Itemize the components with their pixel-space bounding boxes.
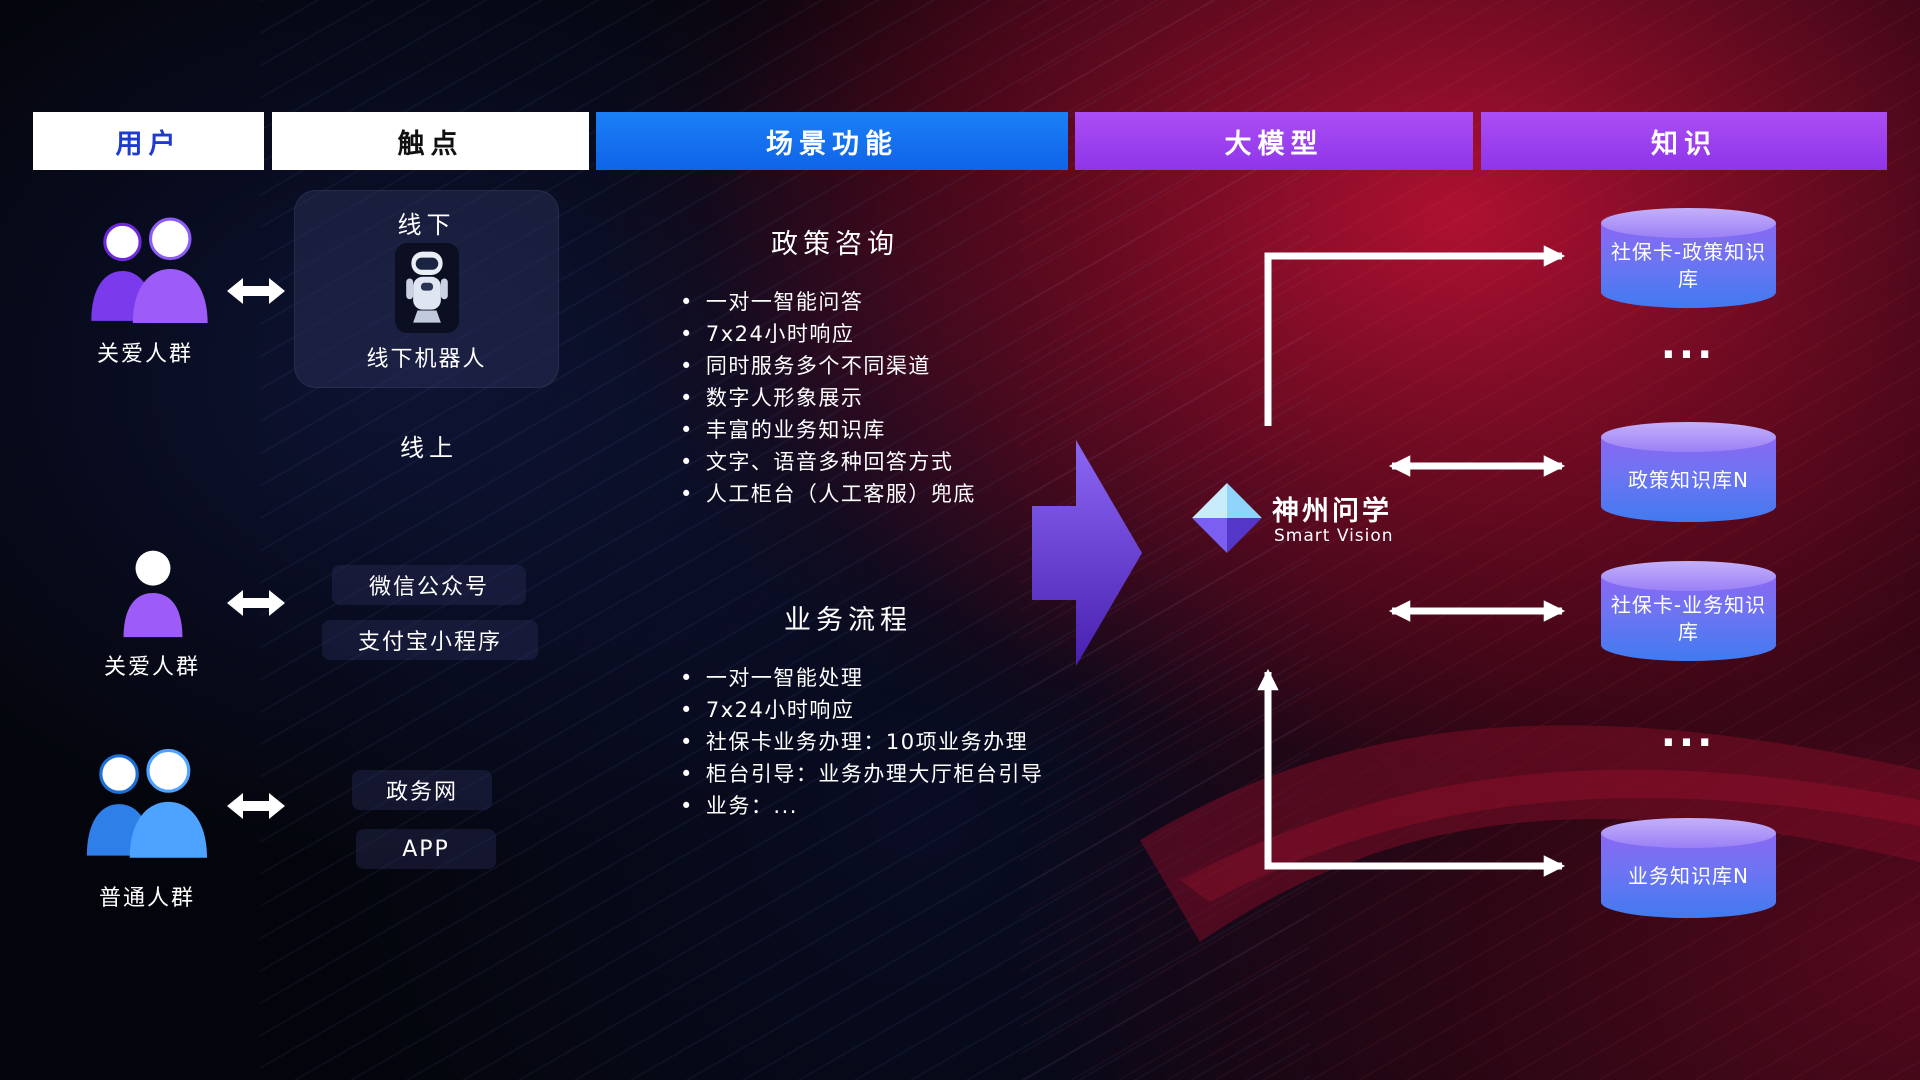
database-business-n: 业务知识库N	[1601, 818, 1776, 918]
model-name: 神州问学	[1272, 496, 1392, 527]
database-label: 政策知识库N	[1628, 467, 1749, 492]
bullet-item: • 丰富的业务知识库	[680, 419, 976, 441]
bullet-dot: •	[680, 418, 694, 442]
bullet-text: 一对一智能处理	[705, 666, 864, 690]
general-group-icon	[78, 744, 218, 866]
care-group-label: 关爱人群	[96, 342, 193, 367]
bullet-item: • 数字人形象展示	[680, 387, 976, 409]
bullet-item: • 一对一智能处理	[680, 667, 1043, 689]
general-group-label: 普通人群	[98, 886, 195, 911]
bullet-item: • 社保卡业务办理：10项业务办理	[680, 731, 1043, 753]
bullet-item: • 7x24小时响应	[680, 323, 976, 345]
bullet-dot: •	[680, 794, 694, 818]
database-business-ssc: 社保卡-业务知识库	[1601, 561, 1776, 661]
policy-section-title: 政策咨询	[771, 229, 899, 260]
bullet-dot: •	[680, 386, 694, 410]
bullet-dot: •	[680, 450, 694, 474]
model-subtitle: Smart Vision	[1274, 526, 1394, 546]
database-policy-ssc: 社保卡-政策知识库	[1601, 208, 1776, 308]
channel-alipay-miniapp: 支付宝小程序	[322, 620, 538, 660]
bullet-text: 柜台引导：业务办理大厅柜台引导	[705, 762, 1044, 786]
bullet-dot: •	[680, 730, 694, 754]
bullet-text: 人工柜台（人工客服）兜底	[705, 482, 976, 506]
database-label: 社保卡-业务知识库	[1610, 593, 1767, 644]
database-label: 业务知识库N	[1628, 863, 1749, 888]
bullet-dot: •	[680, 290, 694, 314]
online-title: 线上	[400, 434, 458, 462]
column-header-knowledge: 知识	[1481, 112, 1887, 170]
offline-title: 线下	[397, 211, 456, 239]
bullet-text: 同时服务多个不同渠道	[705, 354, 931, 378]
bullet-text: 文字、语音多种回答方式	[705, 450, 954, 474]
bullet-item: • 同时服务多个不同渠道	[680, 355, 976, 377]
database-cylinder-top	[1601, 208, 1776, 238]
background-red-swoosh	[1140, 725, 1920, 942]
care-group-icon	[83, 211, 218, 333]
robot-icon	[395, 243, 459, 333]
bullet-text: 7x24小时响应	[705, 322, 855, 346]
column-header-touchpoints: 触点	[272, 112, 589, 170]
bullet-item: • 人工柜台（人工客服）兜底	[680, 483, 976, 505]
channel-wechat: 微信公众号	[332, 565, 526, 605]
bullet-dot: •	[680, 762, 694, 786]
bullet-text: 一对一智能问答	[705, 290, 864, 314]
process-bullet-list: • 一对一智能处理 • 7x24小时响应 • 社保卡业务办理：10项业务办理 •…	[680, 667, 1043, 827]
column-header-model: 大模型	[1075, 112, 1473, 170]
process-section-title: 业务流程	[784, 605, 912, 636]
bullet-item: • 柜台引导：业务办理大厅柜台引导	[680, 763, 1043, 785]
bullet-text: 丰富的业务知识库	[705, 418, 886, 442]
bullet-item: • 7x24小时响应	[680, 699, 1043, 721]
column-header-users: 用户	[33, 112, 264, 170]
channel-gov-web: 政务网	[352, 770, 492, 810]
database-policy-n: 政策知识库N	[1601, 422, 1776, 522]
double-arrow-icon	[227, 793, 285, 819]
offline-touchpoint-card: 线下 线下机器人	[294, 190, 559, 388]
bullet-text: 社保卡业务办理：10项业务办理	[705, 730, 1029, 754]
bullet-dot: •	[680, 354, 694, 378]
double-arrow-icon	[227, 590, 285, 616]
database-cylinder-top	[1601, 818, 1776, 848]
bullet-text: 7x24小时响应	[705, 698, 855, 722]
bullet-item: • 文字、语音多种回答方式	[680, 451, 976, 473]
column-header-scenario: 场景功能	[596, 112, 1068, 170]
bullet-text: 数字人形象展示	[705, 386, 864, 410]
flow-arrow-icon	[1032, 440, 1142, 666]
bullet-dot: •	[680, 666, 694, 690]
database-cylinder-top	[1601, 561, 1776, 591]
bullet-dot: •	[680, 698, 694, 722]
bullet-item: • 业务：...	[680, 795, 1043, 817]
care-person-label: 关爱人群	[103, 655, 200, 680]
offline-robot-label: 线下机器人	[366, 347, 487, 372]
channel-app: APP	[356, 829, 496, 869]
bullet-item: • 一对一智能问答	[680, 291, 976, 313]
double-arrow-icon	[227, 278, 285, 304]
database-label: 社保卡-政策知识库	[1610, 240, 1767, 291]
bullet-dot: •	[680, 482, 694, 506]
ellipsis-more-databases: ...	[1660, 322, 1716, 368]
bullet-dot: •	[680, 322, 694, 346]
bullet-text: 业务：...	[705, 794, 798, 818]
background-blue-streaks	[260, 0, 1310, 1080]
policy-bullet-list: • 一对一智能问答 • 7x24小时响应 • 同时服务多个不同渠道 • 数字人形…	[680, 291, 976, 515]
ellipsis-more-databases: ...	[1660, 710, 1716, 756]
smart-vision-logo-icon	[1190, 481, 1264, 559]
care-person-icon	[120, 547, 186, 643]
database-cylinder-top	[1601, 422, 1776, 452]
